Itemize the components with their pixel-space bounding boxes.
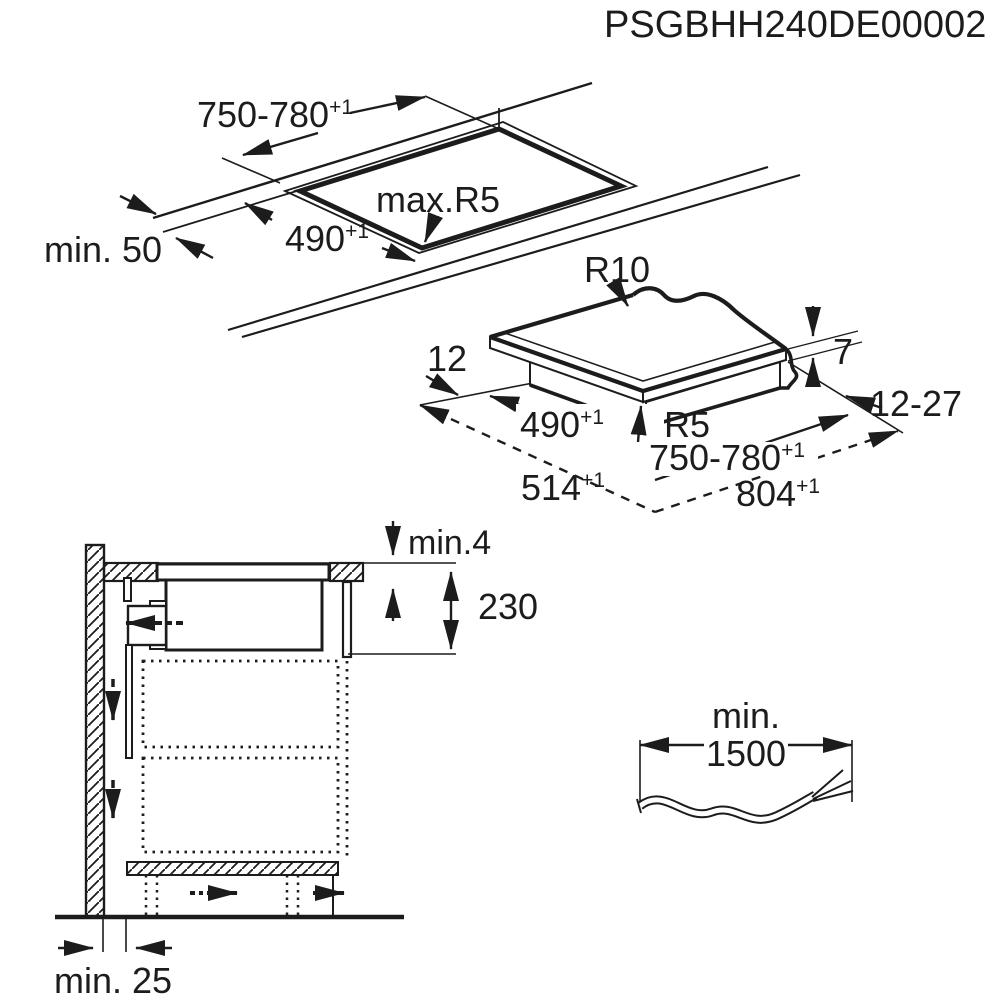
hob-body-section — [164, 578, 324, 652]
worktop-back-edge — [152, 81, 593, 220]
cutout-radius-dim: max.R5 — [376, 179, 500, 243]
exhaust-duct — [126, 604, 168, 647]
top-radius-dim: R10 — [584, 249, 650, 307]
countertop-right — [328, 561, 365, 583]
footprint-width-line — [654, 429, 899, 514]
built-in-depth-label: 230 — [478, 586, 538, 627]
cable-wire-1 — [811, 769, 844, 798]
cable-drawing — [636, 769, 854, 824]
glass-thickness-label: 7 — [833, 331, 853, 372]
cutout-outer-outline — [282, 121, 639, 254]
wall-distance-label: min. 25 — [54, 960, 172, 1000]
cabinet-bottom-shelf — [126, 861, 339, 876]
top-clearance-label: min.4 — [408, 524, 491, 562]
break-edge-right — [780, 347, 799, 390]
cutout-width-dim: 750-780+1 — [197, 94, 500, 184]
overall-depth-label: 514+1 — [521, 467, 605, 508]
hob-depth-label: 490+1 — [520, 404, 604, 445]
baseline-left-ext — [419, 382, 534, 406]
hob-width-label: 750-780+1 — [649, 437, 805, 478]
rear-baffle — [341, 580, 353, 659]
hob-3d-view: R10 12 7 490+1 R5 750-780+1 — [419, 249, 962, 514]
wall — [84, 543, 106, 919]
spacer-bar-top — [123, 577, 132, 602]
spacer-bar-bottom — [125, 644, 133, 759]
bottom-radius-label: R5 — [664, 404, 710, 445]
plinth — [144, 875, 334, 915]
cable-length-label: 1500 — [706, 733, 786, 774]
top-radius-label: R10 — [584, 249, 650, 290]
cutout-opening — [293, 126, 628, 251]
cutout-edge-extension — [162, 189, 301, 233]
hob-glass-plate — [489, 286, 799, 404]
cutout-depth-label: 490+1 — [285, 218, 369, 259]
product-code: PSGBHH240DE00002 — [604, 4, 986, 46]
worktop-front-edge-2 — [241, 173, 801, 339]
cabinet-drawer-bottom — [141, 756, 340, 854]
cutout-depth-dim: 490+1 — [244, 201, 416, 263]
cable-wire-3 — [812, 790, 854, 802]
cutout-radius-label: max.R5 — [376, 179, 500, 220]
cable-wire-2 — [812, 780, 852, 800]
cabinet-drawer-top — [141, 659, 340, 749]
edge-distance-label: min. 50 — [44, 229, 162, 270]
section-view: min.4 230 — [54, 521, 538, 1000]
glass-bevel-line — [504, 332, 776, 382]
hob-depth-dim: 490+1 — [520, 404, 604, 445]
hob-plate-section — [155, 562, 331, 582]
cable-min-label: min. — [712, 695, 780, 736]
right-gap-label: 12-27 — [870, 383, 962, 424]
break-edge-wavy — [631, 286, 788, 351]
cutout-width-label: 750-780+1 — [197, 94, 353, 135]
power-cable-diagram: min. 1500 — [636, 695, 854, 824]
label-mask — [638, 442, 818, 476]
worktop-front-edge — [227, 165, 769, 332]
top-clearance-dim: min.4 — [385, 521, 491, 621]
built-in-depth-dim: 230 — [348, 571, 538, 655]
top-view: 750-780+1 490+1 max.R5 min. 50 — [44, 81, 801, 339]
overhang-label: 12 — [427, 338, 467, 379]
bottom-radius-dim: R5 — [630, 404, 710, 445]
glass-thickness-dim: 7 — [787, 306, 863, 387]
right-gap-dim: 12-27 — [845, 383, 962, 424]
overhang-dim: 12 — [425, 338, 467, 397]
overall-width-label: 804+1 — [736, 473, 820, 514]
wall-distance-dim: min. 25 — [54, 919, 172, 1000]
edge-distance-dim: min. 50 — [44, 193, 214, 270]
